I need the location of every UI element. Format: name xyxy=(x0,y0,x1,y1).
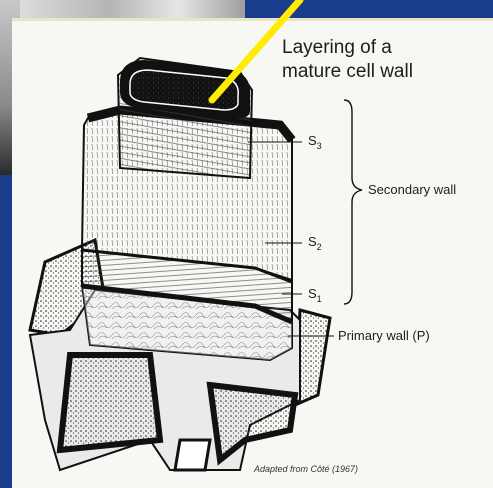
label-primary-wall: Primary wall (P) xyxy=(338,328,430,343)
label-s1: S1 xyxy=(308,286,322,301)
label-s3: S3 xyxy=(308,133,322,148)
base-cell-front-left xyxy=(60,355,160,450)
credit-caption: Adapted from Côté (1967) xyxy=(254,464,358,474)
label-s2: S2 xyxy=(308,234,322,249)
base-cell-corner xyxy=(175,440,210,470)
title-line-1: Layering of a xyxy=(282,36,482,60)
title-line-2: mature cell wall xyxy=(282,60,482,84)
secondary-wall-brace xyxy=(344,100,362,304)
base-cell-front-right xyxy=(210,385,295,460)
label-secondary-wall: Secondary wall xyxy=(368,182,456,197)
diagram-title: Layering of a mature cell wall xyxy=(282,36,482,84)
